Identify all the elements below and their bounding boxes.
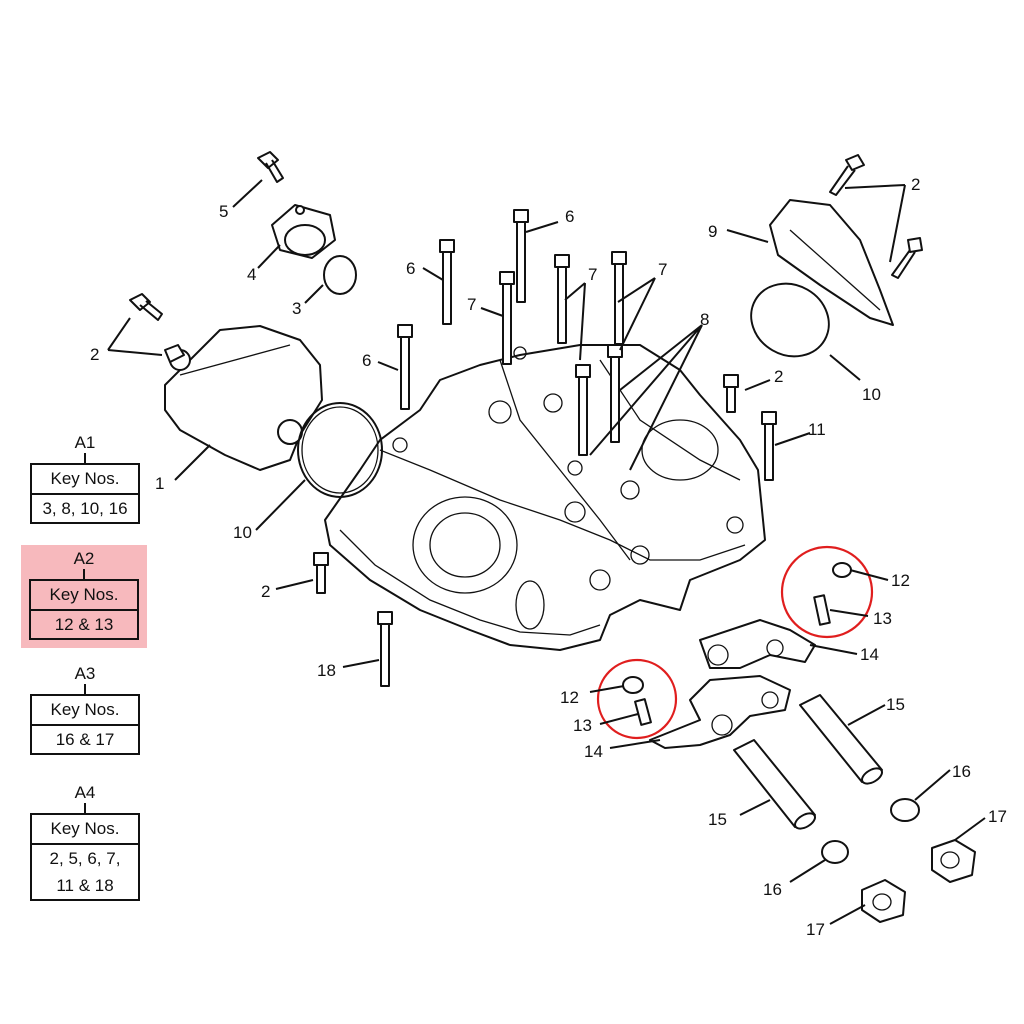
callout-4: 4 — [247, 265, 256, 284]
legend-a3-title: A3 — [74, 664, 96, 683]
callout-10: 10 — [862, 385, 881, 404]
callout-13: 13 — [873, 609, 892, 628]
callout-17: 17 — [988, 807, 1007, 826]
legend-stem — [83, 569, 85, 579]
bolts — [129, 151, 923, 687]
legend-stem — [84, 684, 86, 694]
callout-13: 13 — [573, 716, 592, 735]
legend-line: 11 & 18 — [56, 876, 114, 895]
callout-14: 14 — [860, 645, 879, 664]
legend-a1: A1 Key Nos. 3, 8, 10, 16 — [30, 433, 140, 524]
part-14-rocker-arms — [649, 619, 816, 749]
legend-a4-title: A4 — [74, 783, 96, 802]
callout-6: 6 — [406, 259, 415, 278]
legend-box: Key Nos. 12 & 13 — [29, 579, 139, 640]
legend-line: 12 & 13 — [54, 615, 114, 634]
callout-2: 2 — [774, 367, 783, 386]
legend-header: Key Nos. — [31, 581, 137, 611]
cylinder-head-cover — [324, 344, 766, 651]
callout-18: 18 — [317, 661, 336, 680]
legend-line: 3, 8, 10, 16 — [42, 499, 128, 518]
callout-17: 17 — [806, 920, 825, 939]
callout-6: 6 — [565, 207, 574, 226]
legend-a3: A3 Key Nos. 16 & 17 — [30, 664, 140, 755]
part-9-side-cover — [769, 199, 894, 326]
callout-8: 8 — [700, 310, 709, 329]
callout-15: 15 — [708, 810, 727, 829]
part-12-13-nuts-pins — [622, 562, 852, 726]
legend-line: 2, 5, 6, 7, — [49, 849, 121, 868]
legend-a1-title: A1 — [74, 433, 96, 452]
leader-lines — [107, 179, 986, 925]
highlight-circle-right — [780, 545, 874, 639]
callout-1: 1 — [155, 474, 164, 493]
callout-9: 9 — [708, 222, 717, 241]
callout-2: 2 — [911, 175, 920, 194]
legend-line: 16 & 17 — [55, 730, 115, 749]
callout-2: 2 — [261, 582, 270, 601]
callout-11: 11 — [808, 420, 826, 439]
legend-a4: A4 Key Nos. 2, 5, 6, 7, 11 & 18 — [30, 783, 140, 901]
callout-15: 15 — [886, 695, 905, 714]
part-10-gasket-right — [750, 282, 830, 358]
callout-6: 6 — [362, 351, 371, 370]
callout-5: 5 — [219, 202, 228, 221]
legend-box: Key Nos. 16 & 17 — [30, 694, 140, 755]
legend-box: Key Nos. 2, 5, 6, 7, 11 & 18 — [30, 813, 140, 901]
callout-7: 7 — [467, 295, 476, 314]
legend-header: Key Nos. — [32, 815, 138, 845]
callout-labels: 5 4 3 2 1 10 2 18 6 6 6 7 7 7 8 9 2 10 2… — [90, 175, 1007, 939]
legend-box: Key Nos. 3, 8, 10, 16 — [30, 463, 140, 524]
legend-stem — [84, 453, 86, 463]
callout-12: 12 — [560, 688, 579, 707]
legend-header: Key Nos. — [32, 465, 138, 495]
part-16-17-washers-caps — [821, 798, 976, 923]
legend-stem — [84, 803, 86, 813]
part-10-gasket-left — [297, 402, 383, 498]
highlight-circle-left — [596, 658, 678, 740]
part-3-o-ring — [323, 255, 357, 295]
callout-10: 10 — [233, 523, 252, 542]
callout-16: 16 — [952, 762, 971, 781]
callout-16: 16 — [763, 880, 782, 899]
callout-7: 7 — [588, 265, 597, 284]
legend-a2-title: A2 — [73, 549, 95, 568]
callout-7: 7 — [658, 260, 667, 279]
callout-2: 2 — [90, 345, 99, 364]
part-4-filler-cap — [271, 204, 336, 259]
part-15-rocker-shafts — [733, 694, 883, 830]
legend-a2-highlighted: A2 Key Nos. 12 & 13 — [21, 545, 147, 648]
legend-header: Key Nos. — [32, 696, 138, 726]
callout-3: 3 — [292, 299, 301, 318]
part-10-gasket-left-inner — [301, 406, 379, 494]
callout-12: 12 — [891, 571, 910, 590]
callout-14: 14 — [584, 742, 603, 761]
